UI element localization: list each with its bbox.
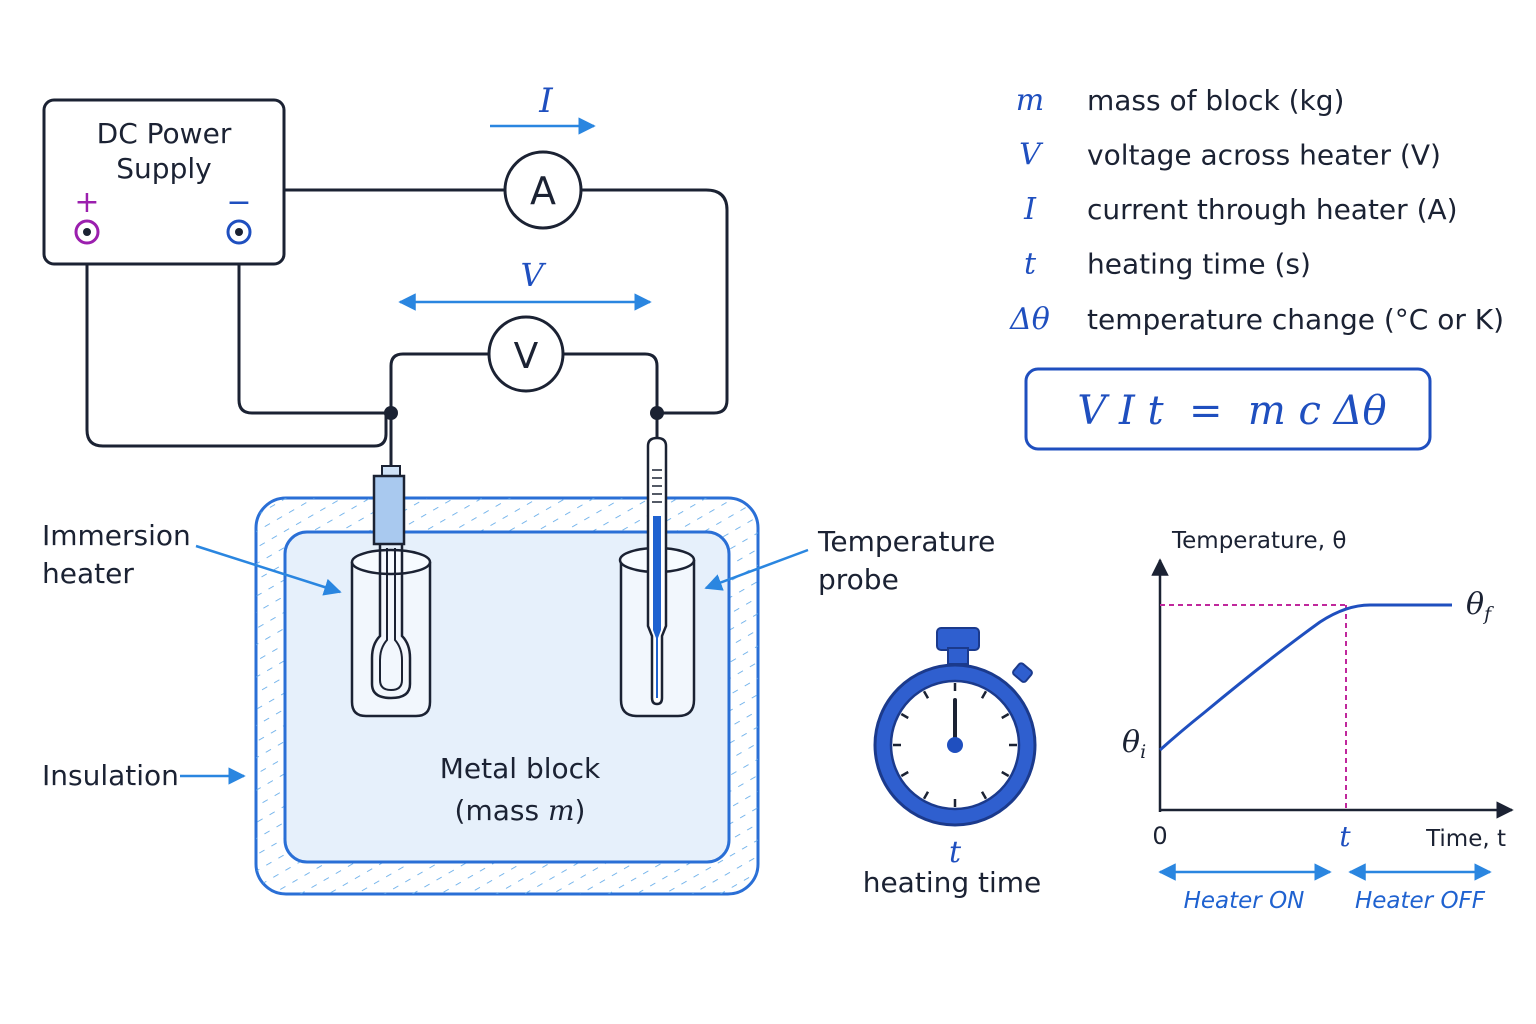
equation-text: V I t = m c Δθ [1077, 388, 1386, 434]
voltage-symbol: V [520, 256, 546, 294]
legend-description: mass of block (kg) [1087, 84, 1344, 117]
legend-symbol: I [1023, 192, 1037, 227]
probe-label-1: Temperature [817, 525, 995, 558]
immersion-heater-icon [350, 465, 432, 718]
voltmeter-label: V [514, 336, 539, 377]
stopwatch-symbol: t [949, 835, 962, 870]
origin-label: 0 [1152, 822, 1167, 850]
legend-symbol: V [1019, 138, 1044, 173]
t-marker-label: t [1339, 820, 1351, 853]
negative-terminal-icon [226, 219, 252, 245]
dc-power-supply: DC Power Supply + − [42, 98, 286, 266]
current-symbol: I [538, 81, 553, 121]
current-arrow: I [490, 81, 596, 135]
stopwatch-tick [922, 791, 930, 800]
probe-callout: Temperature probe [704, 525, 995, 596]
heater-callout: Immersion heater [42, 519, 342, 596]
junction-right [650, 406, 664, 420]
stopwatch-tick [900, 770, 909, 778]
negative-sign: − [226, 185, 251, 220]
positive-sign: + [74, 185, 99, 220]
ammeter-label: A [530, 169, 556, 213]
stopwatch-tick [922, 690, 930, 699]
block-mass-label: (mass m) [455, 794, 586, 827]
temperature-time-graph: Temperature, θ Time, t 0 t θi θf Heater … [1122, 528, 1514, 914]
x-axis-label: Time, t [1425, 826, 1506, 852]
heater-label-2: heater [42, 557, 134, 590]
stopwatch-tick [980, 690, 988, 699]
stopwatch-tick [1001, 770, 1010, 778]
temperature-curve [1158, 603, 1452, 752]
ammeter-icon: A [503, 150, 583, 230]
legend-description: temperature change (°C or K) [1087, 303, 1504, 336]
power-supply-title-1: DC Power [97, 117, 232, 150]
voltmeter-icon: V [487, 315, 565, 393]
probe-label-2: probe [818, 563, 899, 596]
heater-label-1: Immersion [42, 519, 191, 552]
y-axis-label: Temperature, θ [1171, 528, 1346, 554]
insulation-label: Insulation [42, 759, 179, 792]
insulation-callout: Insulation [42, 759, 246, 792]
legend-description: heating time (s) [1087, 248, 1311, 281]
theta-f-label: θf [1466, 587, 1494, 625]
voltage-arrow: V [398, 256, 652, 311]
legend-symbol: t [1024, 247, 1037, 282]
stopwatch-tick [900, 712, 909, 720]
power-supply-title-2: Supply [116, 152, 211, 185]
temperature-probe-icon [618, 436, 696, 718]
legend-symbol: Δθ [1009, 302, 1050, 337]
heater-on-label: Heater ON [1184, 888, 1305, 914]
stopwatch-caption: heating time [863, 866, 1042, 899]
block-title: Metal block [440, 752, 601, 785]
stopwatch-icon: t heating time [863, 627, 1042, 899]
stopwatch-tick [1001, 712, 1010, 720]
junction-left [384, 406, 398, 420]
stopwatch-tick [980, 791, 988, 800]
heater-off-label: Heater OFF [1355, 888, 1486, 914]
legend-description: current through heater (A) [1087, 193, 1458, 226]
legend-description: voltage across heater (V) [1087, 139, 1441, 172]
legend-symbol: m [1016, 83, 1044, 118]
theta-i-label: θi [1122, 725, 1146, 763]
positive-terminal-icon [74, 219, 100, 245]
equation-box: V I t = m c Δθ [1024, 367, 1432, 451]
circuit-wires [85, 188, 729, 470]
